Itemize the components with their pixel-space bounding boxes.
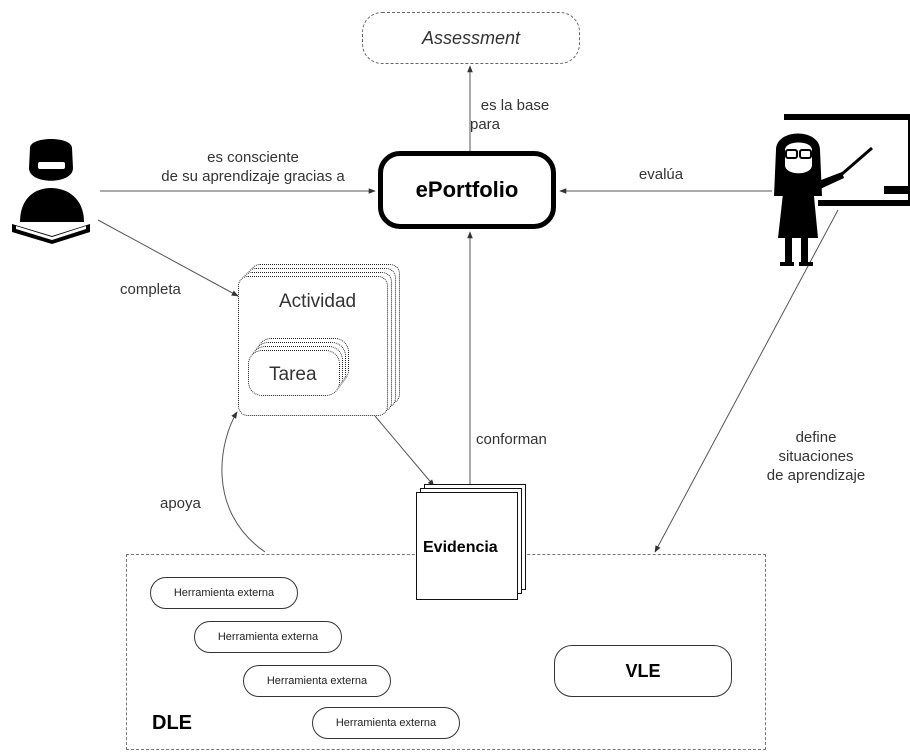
evidencia-label: Evidencia	[423, 539, 498, 556]
label-define: define situaciones de aprendizaje	[756, 428, 876, 485]
label-define-line1: define	[795, 429, 837, 446]
label-apoya: apoya	[160, 495, 201, 512]
tarea-node: Tarea	[248, 350, 340, 396]
label-consciente-line2: de su aprendizaje gracias a	[161, 168, 345, 185]
herramienta-externa-3: Herramienta externa	[243, 665, 391, 697]
actividad-label: Actividad	[279, 291, 357, 312]
edge-actividad-evidencia	[374, 415, 435, 487]
vle-label: VLE	[625, 660, 661, 681]
eportfolio-node: ePortfolio	[378, 151, 556, 229]
label-es-la-base-line2: para	[470, 116, 501, 133]
label-consciente-line1: es consciente	[207, 149, 299, 166]
vle-node: VLE	[554, 645, 732, 697]
herramienta-externa-2: Herramienta externa	[194, 621, 342, 653]
label-define-line3: de aprendizaje	[766, 467, 866, 484]
label-es-la-base: es la base para	[470, 96, 560, 134]
herramienta-externa-1-label: Herramienta externa	[173, 587, 275, 599]
assessment-node: Assessment	[362, 12, 580, 64]
herramienta-externa-3-label: Herramienta externa	[266, 675, 368, 687]
herramienta-externa-2-label: Herramienta externa	[217, 631, 319, 643]
edge-apoya	[221, 411, 266, 553]
label-es-la-base-line1: es la base	[480, 97, 550, 114]
herramienta-externa-4-label: Herramienta externa	[335, 717, 437, 729]
label-conforman: conforman	[476, 431, 547, 448]
herramienta-externa-1: Herramienta externa	[150, 577, 298, 609]
dle-label: DLE	[152, 712, 192, 734]
label-completa: completa	[120, 281, 181, 298]
herramienta-externa-4: Herramienta externa	[312, 707, 460, 739]
tarea-label: Tarea	[269, 364, 317, 385]
evidencia-node: Evidencia	[416, 492, 518, 600]
edge-completa	[97, 219, 239, 297]
label-consciente: es consciente de su aprendizaje gracias …	[128, 148, 378, 186]
label-define-line2: situaciones	[778, 448, 854, 465]
label-evalua: evalúa	[638, 166, 684, 183]
assessment-label: Assessment	[421, 27, 521, 48]
eportfolio-label: ePortfolio	[415, 177, 519, 202]
teacher-pointing-board-icon	[774, 114, 910, 266]
student-reading-icon	[12, 139, 90, 244]
edge-define	[654, 209, 839, 553]
